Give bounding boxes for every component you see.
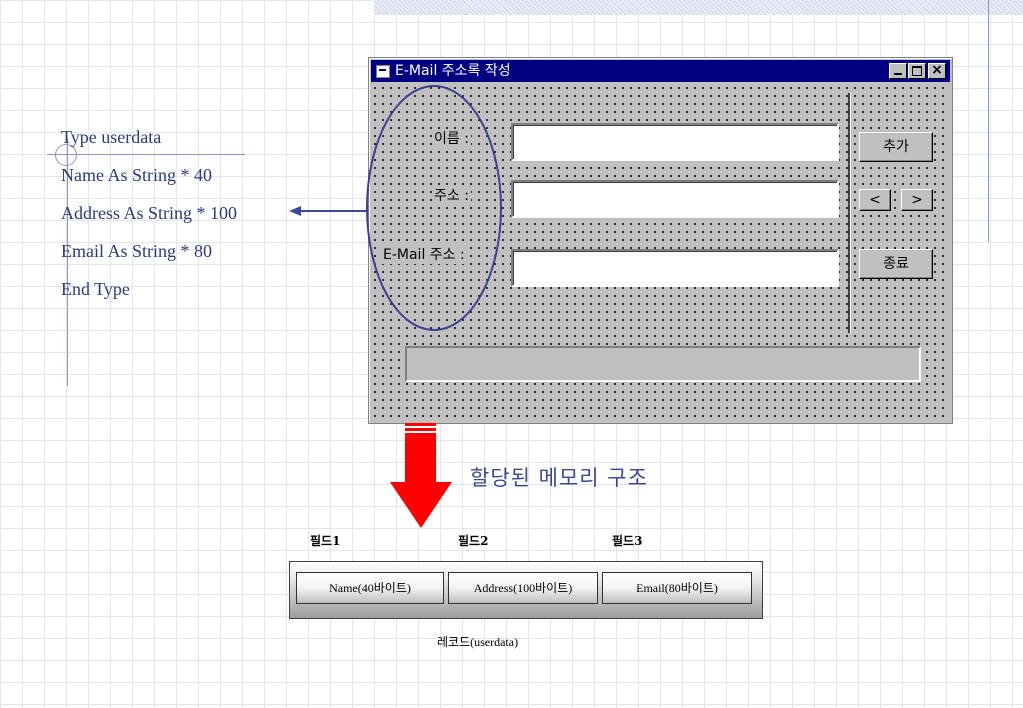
record-cell-email: Email(80바이트) — [602, 572, 752, 604]
down-arrow-head-icon — [390, 482, 452, 528]
email-input[interactable] — [511, 249, 839, 287]
record-structure-box: Name(40바이트) Address(100바이트) Email(80바이트) — [289, 561, 763, 619]
vertical-divider — [848, 93, 851, 333]
window-controls: × — [888, 62, 946, 79]
code-line-1: Type userdata — [61, 127, 162, 147]
pointer-arrow-head — [289, 206, 301, 216]
add-button[interactable]: 추가 — [859, 132, 933, 162]
pointer-arrow-line — [300, 210, 370, 212]
code-line-4: Email As String * 80 — [61, 241, 213, 261]
decorative-right-line — [988, 0, 989, 242]
type-declaration-code: Type userdata Name As String * 40 Addres… — [61, 124, 237, 314]
next-record-button[interactable]: > — [901, 189, 933, 211]
code-line-3: Address As String * 100 — [61, 203, 238, 223]
record-caption: 레코드(userdata) — [437, 635, 519, 649]
decorative-circle — [55, 144, 77, 166]
decorative-vertical-line — [67, 138, 68, 386]
minimize-button[interactable] — [889, 63, 907, 79]
down-arrow-stem — [405, 423, 436, 483]
decorative-horizontal-line — [47, 154, 245, 155]
close-button[interactable]: × — [928, 62, 946, 79]
close-icon: × — [931, 62, 943, 78]
record-cell-name: Name(40바이트) — [296, 572, 444, 604]
name-input[interactable] — [511, 123, 839, 161]
code-line-5: End Type — [61, 279, 130, 299]
address-input[interactable] — [511, 180, 839, 218]
record-cell-address: Address(100바이트) — [448, 572, 598, 604]
app-icon — [376, 65, 390, 78]
window-title: E-Mail 주소록 작성 — [395, 63, 511, 79]
status-panel — [405, 346, 921, 382]
code-line-2: Name As String * 40 — [61, 165, 212, 185]
exit-button[interactable]: 종료 — [859, 249, 933, 279]
field2-label: 필드2 — [458, 534, 489, 548]
maximize-button[interactable] — [908, 63, 926, 79]
prev-record-button[interactable]: < — [859, 189, 891, 211]
field1-label: 필드1 — [310, 534, 341, 548]
label-highlight-ellipse — [366, 85, 502, 331]
top-decoration-band — [375, 0, 1023, 15]
window-titlebar[interactable]: E-Mail 주소록 작성 × — [371, 60, 950, 82]
field3-label: 필드3 — [612, 534, 643, 548]
memory-structure-caption: 할당된 메모리 구조 — [470, 466, 648, 490]
